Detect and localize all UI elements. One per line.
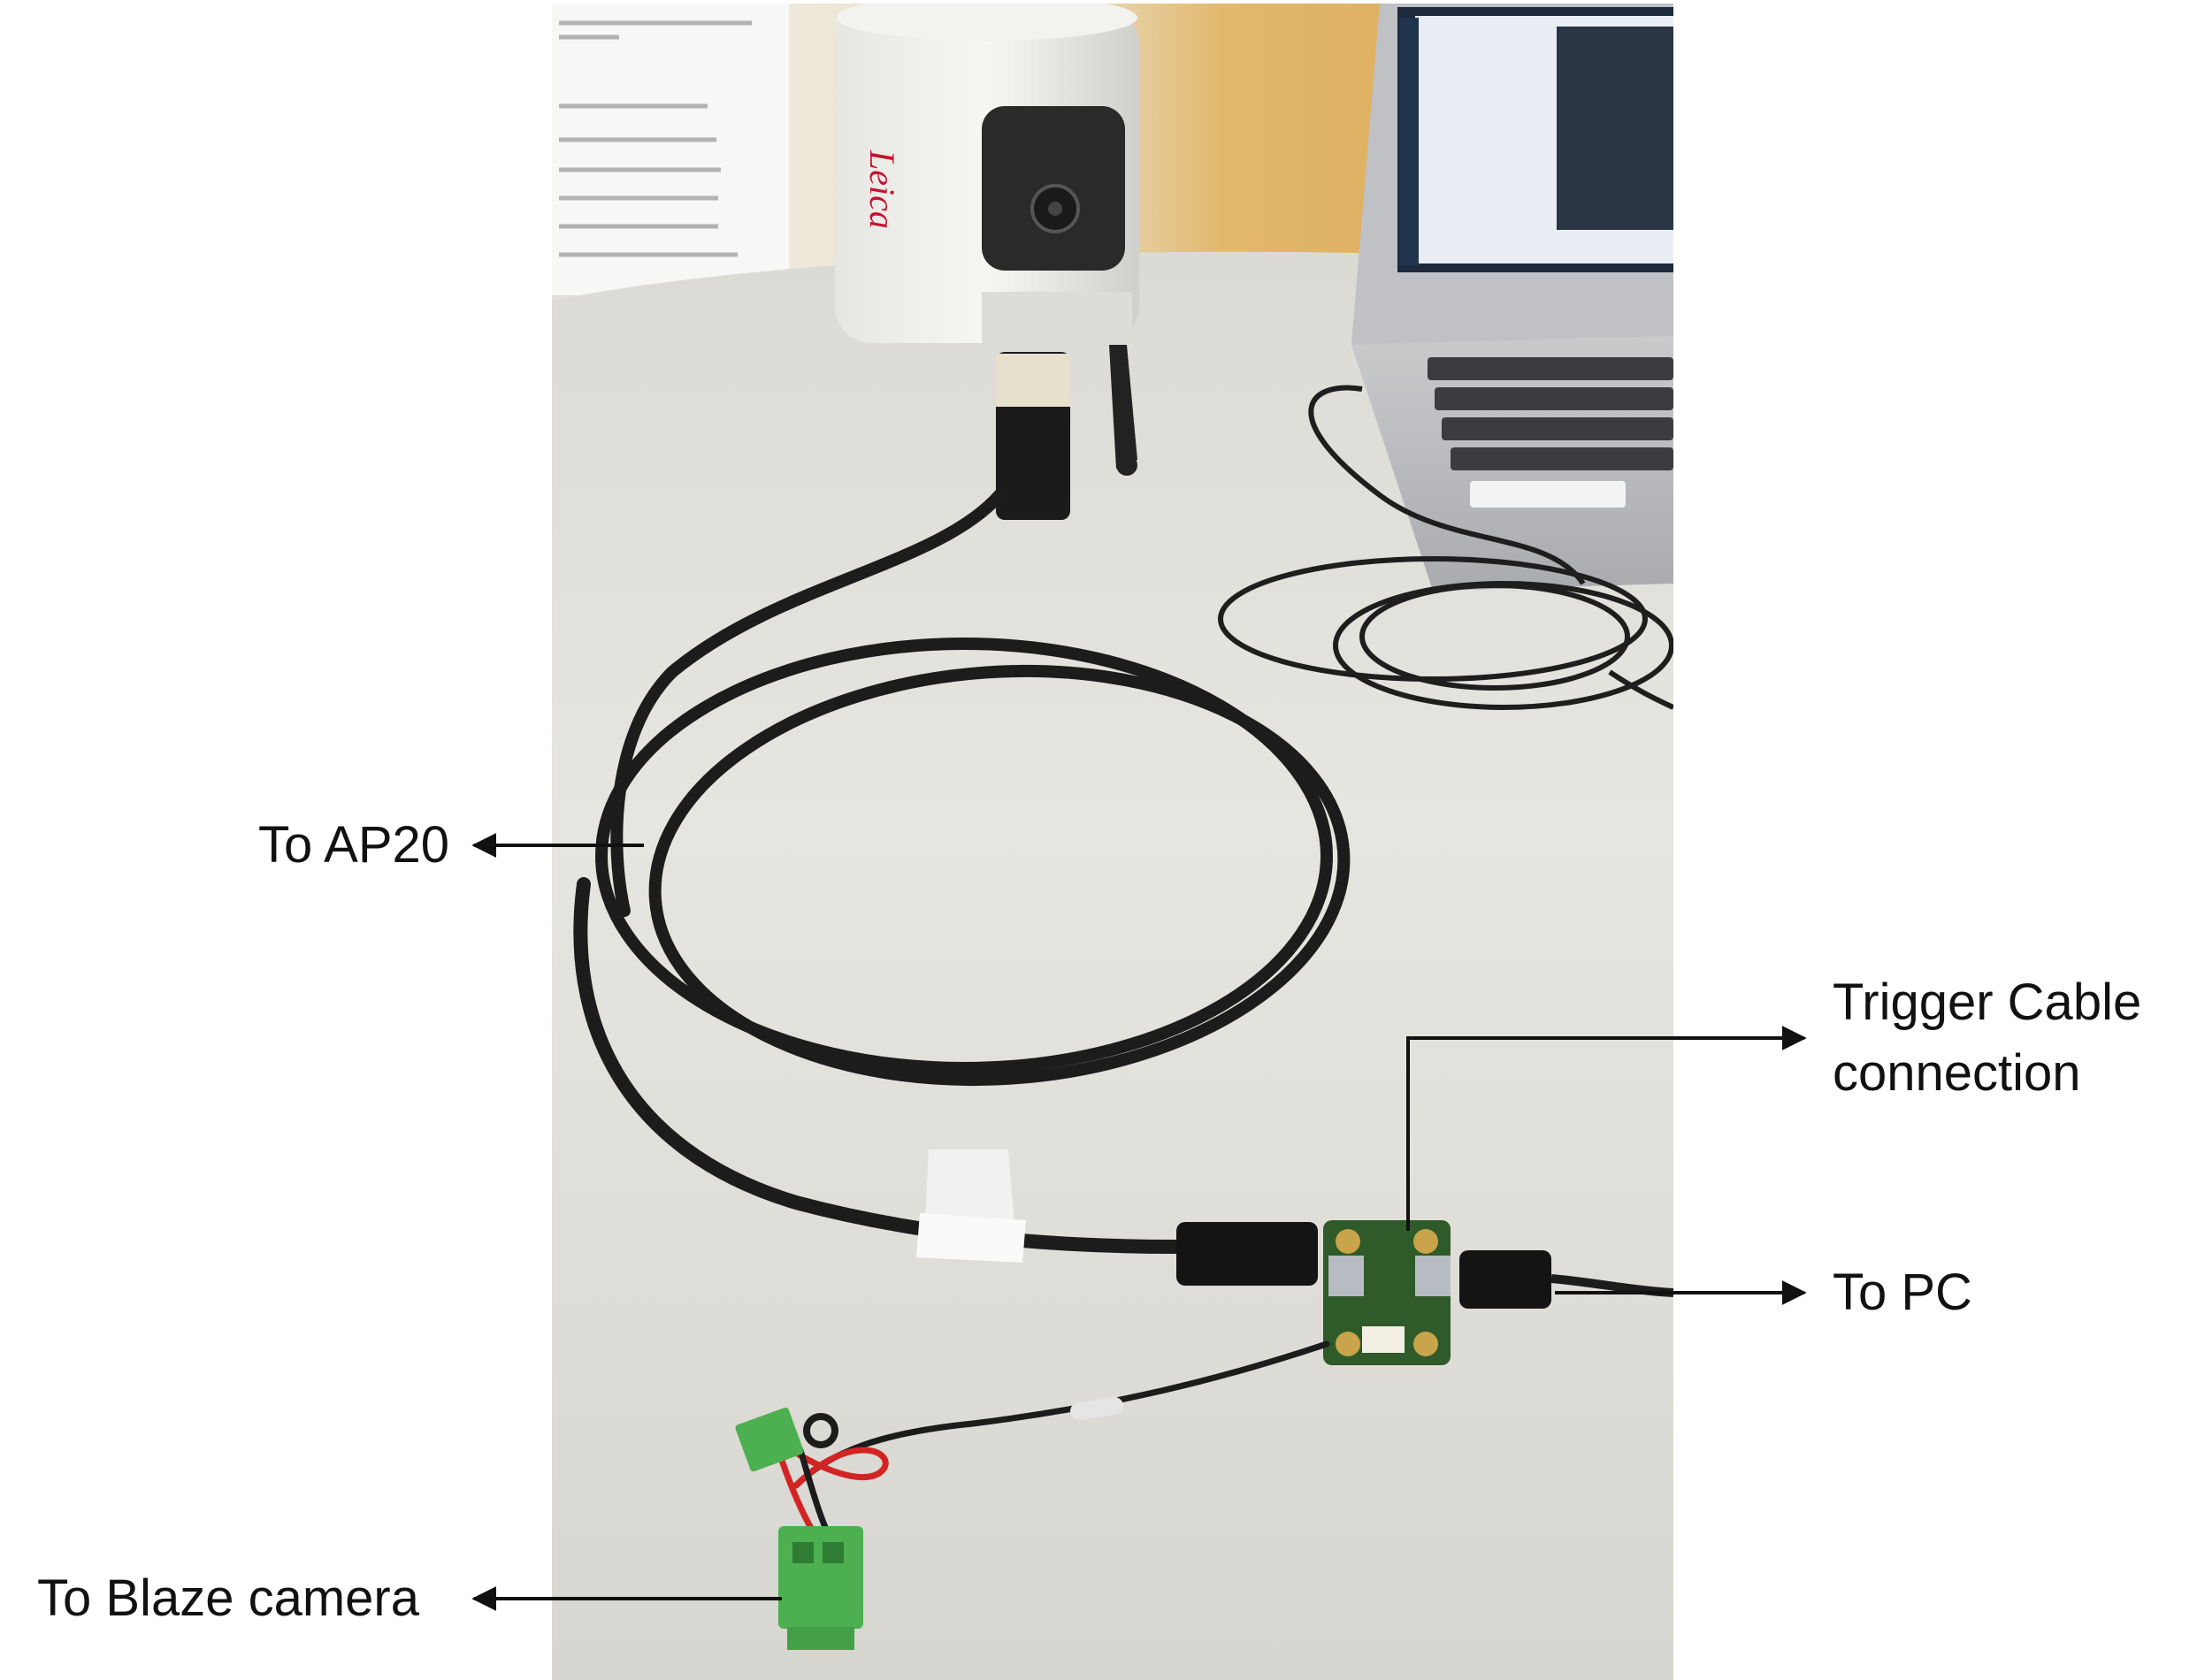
label-trigger-cable-connection: Trigger Cable connection <box>1833 967 2141 1109</box>
laptop <box>1351 4 1673 591</box>
callout-arrows <box>471 833 1807 1611</box>
svg-text:Leica: Leica <box>862 149 902 229</box>
label-to-pc: To PC <box>1833 1264 1972 1321</box>
usb-cable-tangle <box>1218 385 1673 710</box>
photo-trigger-setup: Leica <box>552 4 1673 1680</box>
cable-label-sticker <box>916 1149 1026 1263</box>
arrow-to-trigger-connection <box>1406 1026 1807 1231</box>
poster <box>552 4 789 295</box>
usb-plug-ap20 <box>1176 1222 1318 1286</box>
label-trigger-line-1: Trigger Cable <box>1833 974 2142 1031</box>
trigger-pcb <box>1323 1220 1451 1365</box>
label-to-ap20: To AP20 <box>258 816 450 874</box>
label-trigger-line-2: connection <box>1833 1044 2081 1102</box>
ap20-cable-coil <box>573 489 1351 1254</box>
ap20-device: Leica <box>835 4 1139 520</box>
green-terminal-connector <box>735 1407 863 1650</box>
label-to-blaze-camera: To Blaze camera <box>37 1569 419 1627</box>
trigger-wires <box>766 1340 1330 1560</box>
